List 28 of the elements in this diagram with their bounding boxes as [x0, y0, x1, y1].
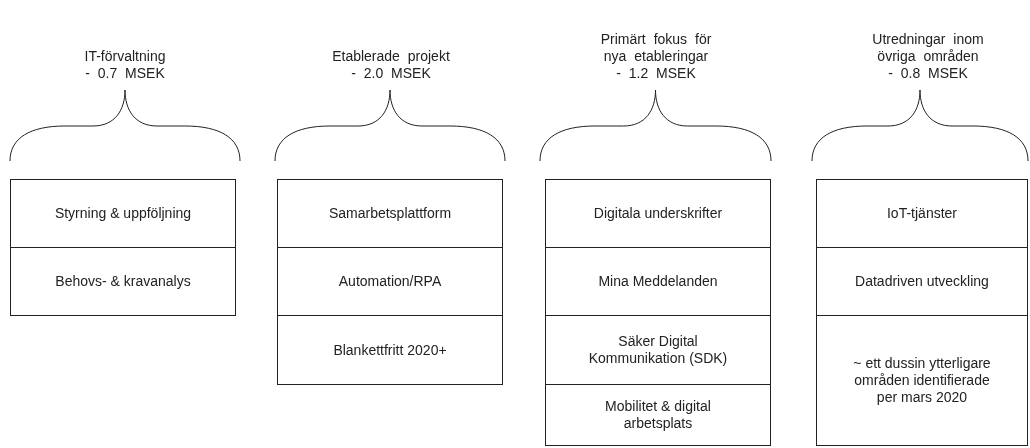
list-item-box: [10, 247, 236, 316]
list-item-box: [277, 315, 503, 385]
item-label: Styrning & uppföljning: [54, 205, 192, 222]
item-label: Mobilitet & digital arbetsplats: [604, 398, 712, 432]
list-item-box: [816, 179, 1028, 248]
item-label: Datadriven utveckling: [855, 273, 989, 290]
item-label: Mina Meddelanden: [598, 273, 718, 290]
list-item-box: [545, 315, 771, 385]
column-heading: Utredningar inom övriga områden - 0.8 MSEK: [871, 31, 985, 82]
list-item-box: [545, 179, 771, 248]
item-label: Behovs- & kravanalys: [55, 273, 191, 290]
item-label: Samarbetsplattform: [328, 205, 452, 222]
column-heading: Etablerade projekt - 2.0 MSEK: [331, 48, 451, 82]
list-item-box: [816, 315, 1028, 446]
list-item-box: [545, 247, 771, 316]
list-item-box: [10, 179, 236, 248]
list-item-box: [277, 247, 503, 316]
column-heading: Primärt fokus för nya etableringar - 1.2 MSEK: [599, 31, 713, 82]
column-heading: IT-förvaltning - 0.7 MSEK: [83, 48, 167, 82]
item-label: ~ ett dussin ytterligare områden identifierade per mars 2020: [852, 355, 992, 406]
item-label: Automation/RPA: [338, 273, 442, 290]
list-item-box: [816, 247, 1028, 316]
list-item-box: [277, 179, 503, 248]
item-label: Digitala underskrifter: [593, 205, 723, 222]
list-item-box: [545, 384, 771, 446]
item-label: IoT-tjänster: [887, 205, 957, 222]
item-label: Blankettfritt 2020+: [333, 341, 447, 359]
item-label: Säker Digital Kommunikation (SDK): [587, 333, 729, 367]
